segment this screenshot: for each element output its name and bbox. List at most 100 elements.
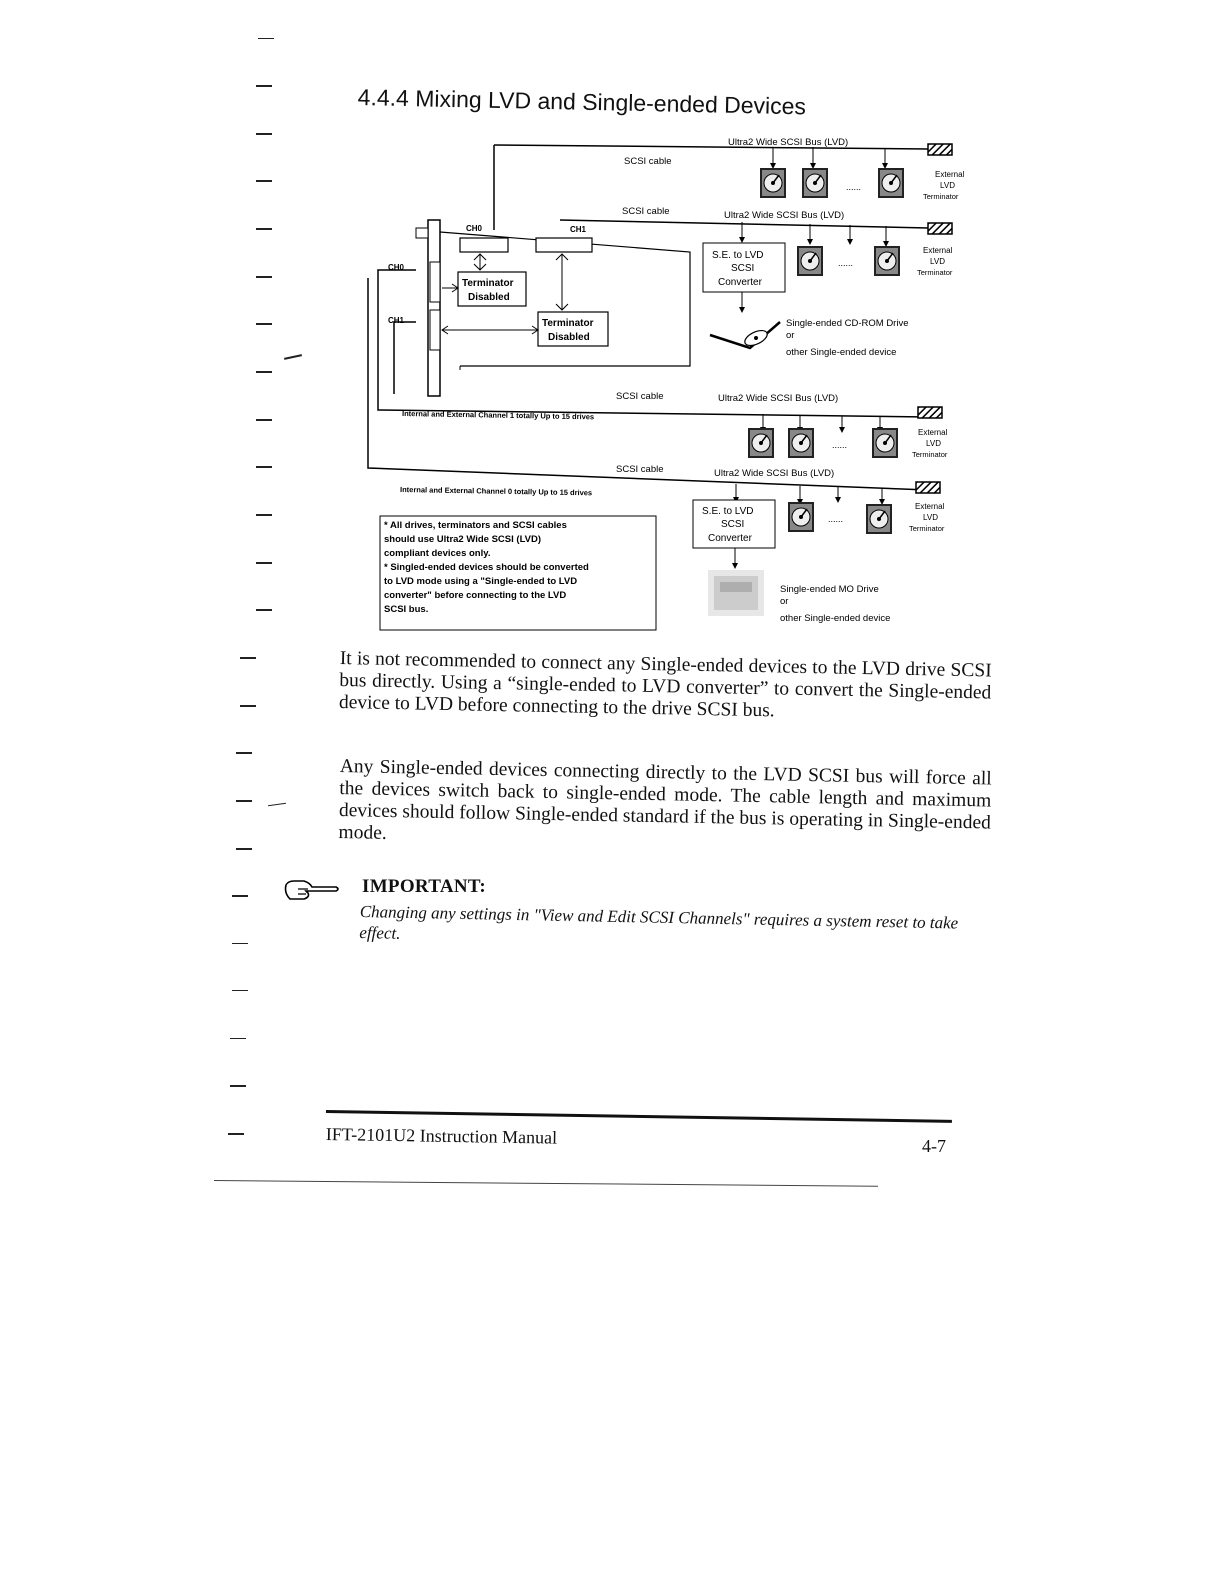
bus-1: Ultra2 Wide SCSI Bus (LVD) SCSI cable ..… bbox=[493, 137, 965, 230]
margin-mark bbox=[256, 228, 272, 230]
margin-mark bbox=[230, 1085, 246, 1087]
hard-drive-icon bbox=[873, 245, 901, 277]
hard-drive-icon bbox=[871, 427, 899, 459]
margin-mark bbox=[268, 802, 286, 807]
margin-mark bbox=[256, 419, 272, 421]
cdrom-drive-icon bbox=[709, 321, 781, 350]
margin-mark bbox=[256, 466, 272, 468]
margin-mark bbox=[256, 85, 272, 87]
margin-mark bbox=[236, 752, 252, 754]
hard-drive-icon bbox=[877, 167, 905, 199]
paragraph-2: Any Single-ended devices connecting dire… bbox=[338, 756, 992, 844]
converter-line1: S.E. to LVD bbox=[702, 506, 754, 517]
converter-line3: Converter bbox=[708, 533, 753, 544]
hard-drive-icon bbox=[787, 501, 815, 533]
manual-title: IFT-2101U2 Instruction Manual bbox=[325, 1124, 558, 1148]
margin-mark bbox=[256, 323, 272, 325]
mo-label: Single-ended MO Drive bbox=[780, 584, 879, 595]
ext-term-line1: External bbox=[918, 428, 948, 437]
converter-line1: S.E. to LVD bbox=[712, 250, 764, 261]
ext-term-line1: External bbox=[923, 246, 953, 255]
or-label: or bbox=[786, 330, 794, 341]
note-line: converter" before connecting to the LVD bbox=[384, 590, 566, 601]
converter-line2: SCSI bbox=[721, 519, 744, 530]
margin-mark bbox=[256, 133, 272, 135]
ch1-card-label: CH1 bbox=[570, 225, 587, 234]
bus-label: Ultra2 Wide SCSI Bus (LVD) bbox=[724, 210, 844, 221]
footer-rule bbox=[325, 1110, 952, 1123]
hard-drive-icon bbox=[747, 427, 775, 459]
note-box: * All drives, terminators and SCSI cable… bbox=[379, 515, 657, 631]
other-device-label: other Single-ended device bbox=[780, 613, 890, 624]
other-device-label: other Single-ended device bbox=[786, 347, 896, 358]
terminator-icon bbox=[927, 143, 953, 156]
ext-term-line1: External bbox=[935, 170, 965, 179]
margin-mark bbox=[236, 848, 252, 850]
disabled-label: Disabled bbox=[548, 332, 590, 343]
disabled-label: Disabled bbox=[468, 292, 510, 303]
scsi-wiring-diagram: Ultra2 Wide SCSI Bus (LVD) SCSI cable ..… bbox=[367, 137, 965, 631]
hard-drive-icon bbox=[801, 167, 829, 199]
channel0-total: Internal and External Channel 0 totally … bbox=[400, 485, 592, 497]
scan-edge-line bbox=[213, 1180, 878, 1187]
ch0-card-label: CH0 bbox=[466, 224, 483, 233]
ext-term-line3: Terminator bbox=[923, 192, 959, 201]
cable-label: SCSI cable bbox=[616, 391, 664, 402]
margin-mark bbox=[256, 180, 272, 182]
hard-drive-icon bbox=[759, 167, 787, 199]
important-label: IMPORTANT: bbox=[362, 876, 487, 897]
important-text: Changing any settings in "View and Edit … bbox=[359, 901, 959, 943]
terminator-icon bbox=[915, 481, 941, 494]
margin-mark bbox=[232, 943, 248, 944]
ellipsis: ...... bbox=[838, 258, 853, 268]
margin-mark bbox=[232, 895, 248, 897]
margin-mark bbox=[256, 276, 272, 278]
margin-mark bbox=[232, 990, 248, 991]
pointing-hand-icon bbox=[284, 880, 339, 900]
section-heading: 4.4.4 Mixing LVD and Single-ended Device… bbox=[357, 84, 807, 120]
cable-label: SCSI cable bbox=[622, 206, 670, 217]
or-label: or bbox=[780, 596, 788, 607]
ellipsis: ...... bbox=[828, 514, 843, 524]
hard-drive-icon bbox=[865, 503, 893, 535]
margin-mark bbox=[283, 354, 303, 360]
ch0-port-label: CH0 bbox=[388, 263, 405, 272]
ext-term-line2: LVD bbox=[923, 513, 938, 522]
ext-term-line3: Terminator bbox=[909, 524, 945, 533]
margin-mark bbox=[240, 657, 256, 659]
ext-term-line3: Terminator bbox=[912, 450, 948, 459]
ellipsis: ...... bbox=[832, 440, 847, 450]
margin-mark bbox=[256, 371, 272, 373]
bus-4: SCSI cable Ultra2 Wide SCSI Bus (LVD) In… bbox=[400, 464, 945, 624]
cable-label: SCSI cable bbox=[616, 464, 664, 475]
terminator-label: Terminator bbox=[462, 278, 514, 289]
margin-mark bbox=[230, 1038, 246, 1039]
note-line: * Singled-ended devices should be conver… bbox=[384, 562, 589, 573]
bus-3: SCSI cable Ultra2 Wide SCSI Bus (LVD) In… bbox=[402, 391, 948, 459]
controller-card: CH0 CH1 CH0 CH1 Terminator Disabled Term… bbox=[367, 219, 929, 491]
note-line: SCSI bus. bbox=[384, 604, 428, 615]
converter-line3: Converter bbox=[718, 277, 763, 288]
hard-drive-icon bbox=[796, 245, 824, 277]
ext-term-line1: External bbox=[915, 502, 945, 511]
margin-mark bbox=[256, 609, 272, 611]
bus-label: Ultra2 Wide SCSI Bus (LVD) bbox=[728, 137, 848, 148]
ext-term-line2: LVD bbox=[926, 439, 941, 448]
terminator-label: Terminator bbox=[542, 318, 594, 329]
note-line: * All drives, terminators and SCSI cable… bbox=[384, 520, 567, 531]
margin-mark bbox=[228, 1133, 244, 1135]
margin-mark bbox=[240, 705, 256, 707]
cdrom-label: Single-ended CD-ROM Drive bbox=[786, 318, 908, 329]
bus-label: Ultra2 Wide SCSI Bus (LVD) bbox=[718, 393, 838, 404]
channel1-total: Internal and External Channel 1 totally … bbox=[402, 409, 594, 421]
cable-label: SCSI cable bbox=[624, 156, 672, 167]
note-line: to LVD mode using a "Single-ended to LVD bbox=[384, 576, 577, 587]
note-line: should use Ultra2 Wide SCSI (LVD) bbox=[384, 534, 541, 545]
margin-mark bbox=[256, 562, 272, 564]
hard-drive-icon bbox=[787, 427, 815, 459]
page-number: 4-7 bbox=[922, 1136, 946, 1156]
ext-term-line2: LVD bbox=[940, 181, 955, 190]
mo-drive-icon bbox=[708, 570, 764, 616]
margin-mark bbox=[256, 514, 272, 516]
bus-label: Ultra2 Wide SCSI Bus (LVD) bbox=[714, 468, 834, 479]
